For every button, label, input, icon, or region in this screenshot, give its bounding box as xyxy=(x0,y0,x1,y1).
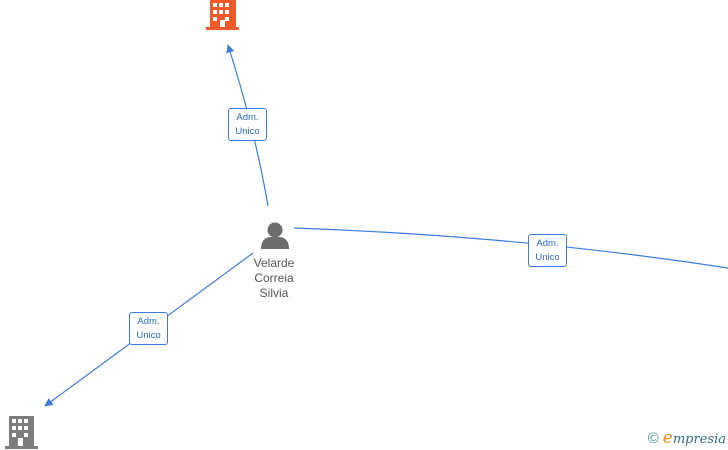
empresia-watermark: ©empresia xyxy=(648,428,726,448)
edge-label-line: Adm. xyxy=(536,238,559,249)
edge-label-line: Adm. xyxy=(236,112,259,123)
building-icon[interactable] xyxy=(5,416,38,449)
edge-label-line: Unico xyxy=(535,252,560,263)
edge-label-line: Unico xyxy=(235,126,260,137)
edge-label-line: Unico xyxy=(136,330,161,341)
person-name[interactable]: Velarde Correia Silvia xyxy=(238,256,310,301)
building-icon[interactable] xyxy=(206,0,239,30)
person-icon[interactable] xyxy=(261,222,289,250)
brand-initial: e xyxy=(662,428,673,448)
edge-to-right-company xyxy=(293,227,728,269)
person-name-line: Correia xyxy=(254,271,294,285)
copyright-symbol: © xyxy=(647,430,659,447)
edge-label-to-bottom-left: Adm. Unico xyxy=(129,312,168,345)
brand-name: mpresia xyxy=(672,432,726,447)
edge-label-line: Adm. xyxy=(137,316,160,327)
edge-label-to-right: Adm. Unico xyxy=(528,234,567,267)
edge-label-to-top: Adm. Unico xyxy=(228,108,267,141)
person-name-line: Velarde xyxy=(253,256,295,270)
person-name-line: Silvia xyxy=(259,286,289,300)
